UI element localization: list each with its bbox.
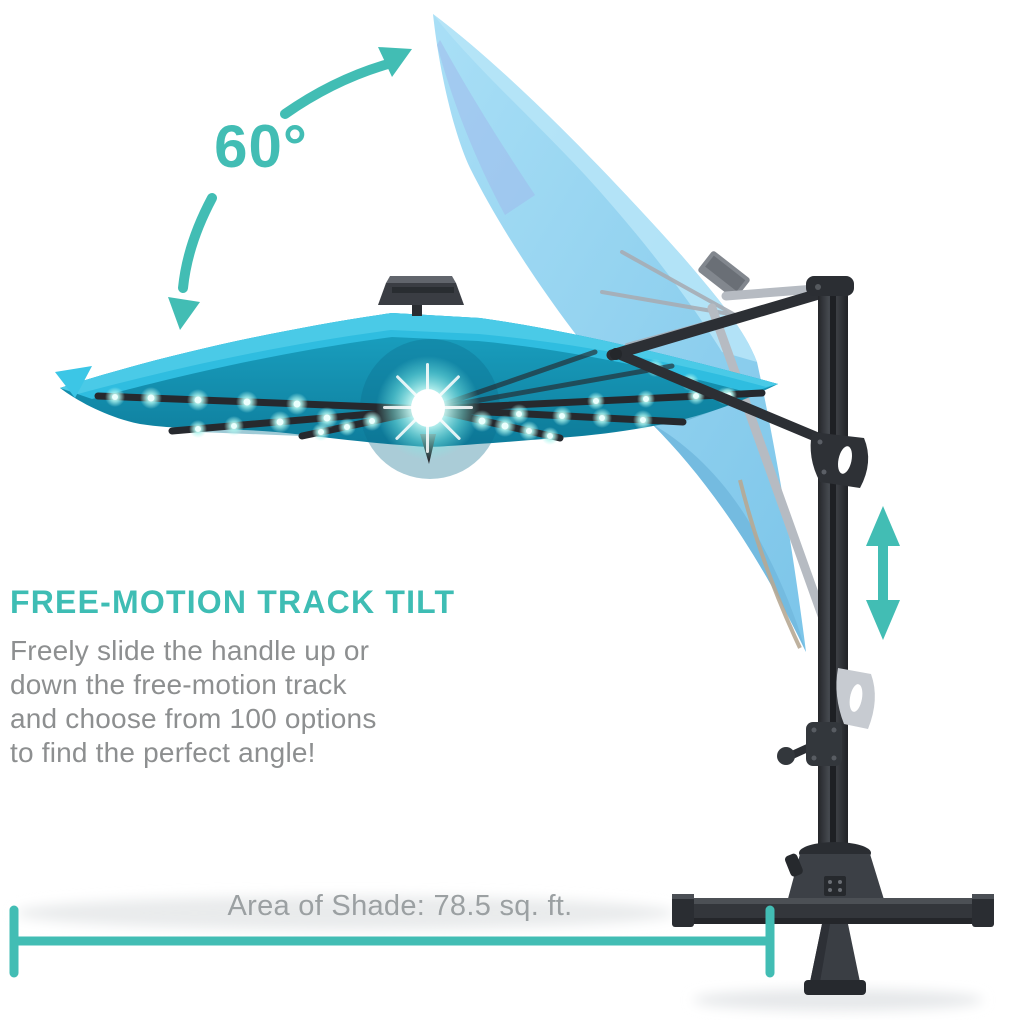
canopy-left-tip-flap — [55, 366, 92, 398]
hub-light — [376, 356, 480, 464]
rotation-arrow — [168, 47, 412, 330]
measurement-line — [9, 905, 775, 978]
umbrella-ground-shadow — [15, 896, 675, 930]
feature-description-line: Freely slide the handle up or — [10, 635, 370, 666]
shade-measurement-label: Area of Shade: 78.5 sq. ft. — [227, 890, 573, 922]
crank-handle — [777, 722, 842, 766]
ghost-track-handle — [836, 668, 875, 729]
cantilever-linkage — [606, 287, 843, 451]
ghost-tilted-umbrella — [433, 14, 806, 652]
pole — [806, 276, 854, 872]
cross-base — [672, 842, 994, 995]
feature-description-line: to find the perfect angle! — [10, 737, 316, 768]
feature-heading: FREE-MOTION TRACK TILT — [10, 584, 456, 620]
feature-description-line: down the free-motion track — [10, 669, 347, 700]
track-handle — [810, 432, 869, 488]
solar-panel — [378, 276, 464, 316]
ghost-solar-panel — [698, 251, 750, 299]
base-ground-shadow — [693, 989, 983, 1011]
feature-description-line: and choose from 100 options — [10, 703, 377, 734]
angle-label: 60° — [214, 113, 308, 180]
track-arrow — [866, 506, 900, 640]
